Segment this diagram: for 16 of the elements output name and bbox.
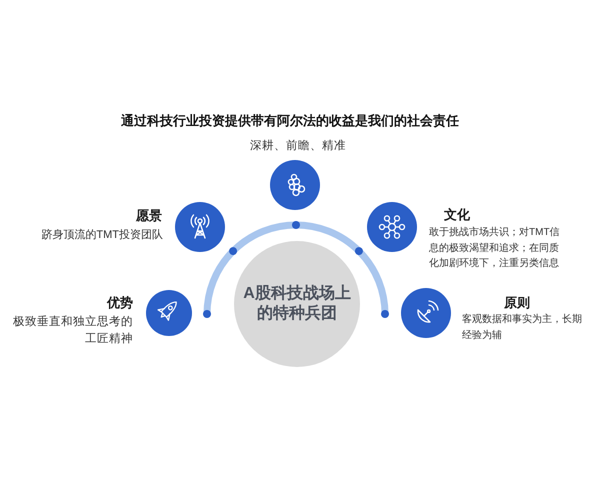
item-description: 敢于挑战市场共识；对TMT信息的极致渴望和追求；在同质化加剧环境下，注重另类信息 [429,226,561,271]
center-title: A股科技战场上的特种兵团 [242,284,352,324]
item-description: 跻身顶流的TMT投资团队 [40,228,163,243]
network-hub-icon [367,202,417,252]
slide-title: 通过科技行业投资提供带有阿尔法的收益是我们的社会责任 [120,112,460,130]
item-heading: 原则 [504,294,530,312]
item-description: 客观数据和事实为主，长期经验为辅 [462,312,583,343]
rocket-icon [146,290,192,336]
item-heading: 愿景 [136,207,162,225]
tagline: 深耕、前瞻、精准 [249,138,347,154]
satellite-dish-icon [401,288,451,338]
item-heading: 文化 [444,206,470,224]
bubble-cluster-icon [270,160,320,210]
item-heading: 优势 [107,294,133,312]
antenna-tower-icon [175,202,225,252]
item-description: 极致垂直和独立思考的工匠精神 [13,314,133,347]
